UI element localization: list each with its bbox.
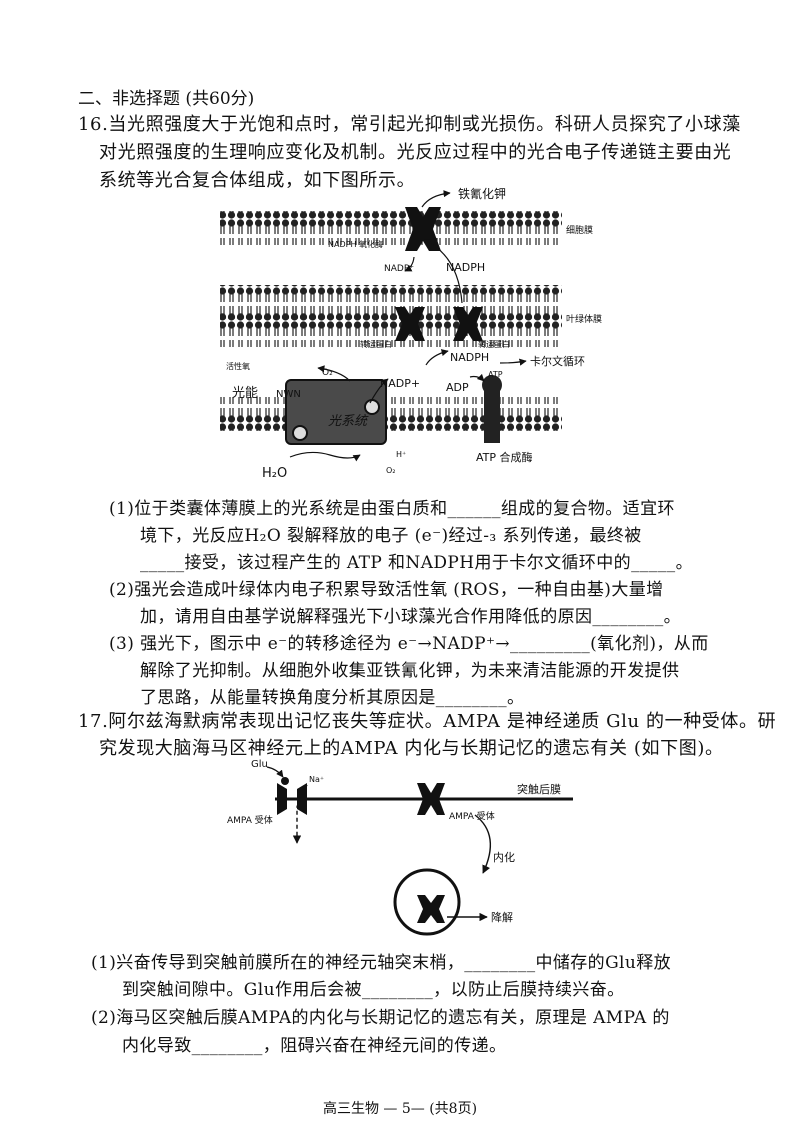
ampa-receptor-left-icon — [277, 783, 307, 815]
label-degradation: 降解 — [491, 910, 513, 924]
label-ampa-receptor-left: AMPA 受体 — [227, 814, 273, 826]
cell-membrane — [220, 211, 562, 245]
q17-line-2: 究发现大脑海马区神经元上的AMPA 内化与长期记忆的遗忘有关 (如下图)。 — [99, 738, 724, 759]
photosynthesis-diagram: 光系统 铁氰化钾 细胞膜 NADPH 氧化酶 NADP⁺ NADPH 叶绿体膜 … — [220, 186, 602, 481]
q16-part-2a: (2)强光会造成叶绿体内电子积累导致活性氧 (ROS，一种自由基)大量增 — [109, 580, 664, 600]
label-o2-top: O₂ — [322, 368, 333, 378]
section-title: 二、非选择题 (共60分) — [78, 89, 255, 109]
q16-part-1c: _____接受，该过程产生的 ATP 和NADPH用于卡尔文循环中的_____。 — [140, 553, 693, 573]
label-o2-bottom: O₂ — [386, 466, 396, 475]
q17-line-1: 17.阿尔兹海默病常表现出记忆丧失等症状。AMPA 是神经递质 Glu 的一种受… — [78, 711, 777, 732]
ampa-receptor-right-icon — [417, 783, 445, 815]
label-cell-membrane: 细胞膜 — [566, 224, 593, 236]
label-nwn: NWN — [276, 389, 301, 400]
q17-part-1a: (1)兴奋传导到突触前膜所在的神经元轴突末梢，________中储存的Glu释放 — [91, 953, 672, 973]
label-reactive-oxygen: 活性氧 — [226, 361, 250, 371]
q17-part-2a: (2)海马区突触后膜AMPA的内化与长期记忆的遗忘有关，原理是 AMPA 的 — [91, 1008, 670, 1028]
q16-line-2: 对光照强度的生理响应变化及机制。光反应过程中的光合电子传递链主要由光 — [99, 142, 732, 163]
q16-line-3: 系统等光合复合体组成，如下图所示。 — [99, 170, 416, 191]
label-atp-synthase: ATP 合成酶 — [476, 450, 533, 464]
label-nadph-top: NADPH — [446, 261, 485, 274]
label-nadph-mid: NADPH — [450, 351, 489, 364]
label-atp: ATP — [488, 370, 503, 379]
thylakoid-membrane — [220, 397, 562, 431]
nadph-oxidase-icon — [405, 207, 441, 251]
q16-part-2b: 加，请用自由基学说解释强光下小球藻光合作用降低的原因________。 — [140, 607, 681, 627]
label-chloroplast-membrane: 叶绿体膜 — [566, 313, 602, 325]
q17-part-2b: 内化导致________，阻碍兴奋在神经元间的传递。 — [122, 1036, 507, 1056]
label-ampa-receptor-right: AMPA 受体 — [449, 810, 495, 822]
label-transport-protein-left: 转运蛋白 — [360, 339, 392, 349]
label-na-plus: Na⁺ — [309, 775, 324, 784]
q17-part-1b: 到突触间隙中。Glu作用后会被________，以防止后膜持续兴奋。 — [122, 980, 625, 1000]
photosystem-label: 光系统 — [328, 414, 369, 429]
label-nadp-plus-mid: NADP+ — [380, 377, 420, 390]
transport-protein-right-icon — [453, 307, 483, 341]
q16-part-1a: (1)位于类囊体薄膜上的光系统是由蛋白质和______组成的复合物。适宜环 — [109, 499, 675, 519]
label-light-energy: 光能 — [232, 386, 258, 401]
q16-part-3c: 了思路，从能量转换角度分析其原因是________。 — [140, 688, 525, 708]
q16-part-1b: 境下，光反应H₂O 裂解释放的电子 (e⁻)经过-₃ 系列传递，最终被 — [140, 526, 642, 546]
label-postsynaptic-membrane: 突触后膜 — [517, 782, 561, 796]
transport-protein-left-icon — [395, 307, 425, 341]
q16-part-3a: (3) 强光下，图示中 e⁻的转移途径为 e⁻→NADP⁺→_________(… — [109, 634, 709, 654]
endocytic-vesicle — [393, 868, 461, 936]
q16-line-1: 16.当光照强度大于光饱和点时，常引起光抑制或光损伤。科研人员探究了小球藻 — [78, 114, 741, 135]
chloroplast-membrane-inner — [220, 313, 562, 347]
label-internalization: 内化 — [493, 850, 515, 864]
label-calvin-cycle: 卡尔文循环 — [530, 354, 585, 368]
ampa-diagram: Glu Na⁺ 突触后膜 AMPA 受体 AMPA 受体 内化 降解 — [227, 759, 573, 936]
label-tie-qing-hua-jia: 铁氰化钾 — [458, 186, 506, 201]
label-h-plus: H⁺ — [396, 450, 406, 459]
label-h2o: H₂O — [262, 466, 287, 481]
label-adp: ADP — [446, 381, 469, 394]
label-glu: Glu — [251, 759, 268, 770]
label-nadph-oxidase: NADPH 氧化酶 — [328, 239, 383, 249]
photosystem-complex — [285, 379, 387, 445]
label-nadp-plus-top: NADP⁺ — [384, 264, 414, 274]
q16-part-3b: 解除了光抑制。从细胞外收集亚铁氰化钾，为未来清洁能源的开发提供 — [140, 661, 680, 681]
ampa-receptor-internalized-icon — [417, 895, 445, 923]
atp-synthase-icon — [484, 385, 500, 443]
page-footer: 高三生物 — 5— (共8页) — [322, 1101, 478, 1117]
label-transport-protein-right: 转运蛋白 — [478, 339, 510, 349]
